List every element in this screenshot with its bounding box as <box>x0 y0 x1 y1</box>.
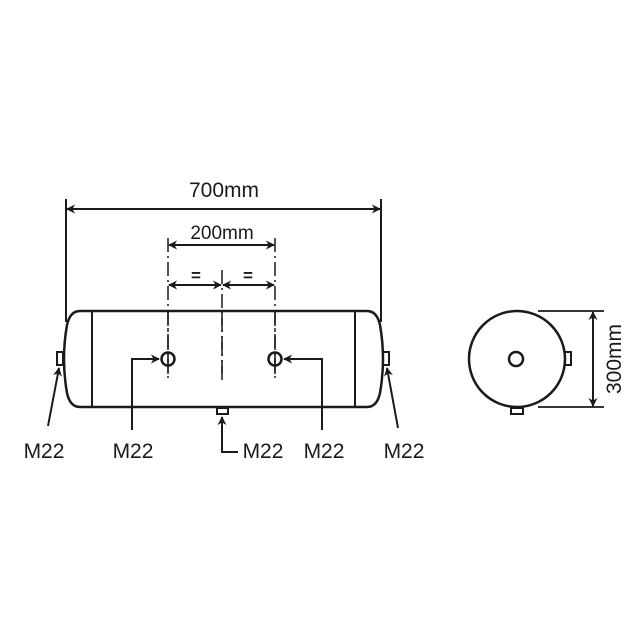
right-top-port-label: M22 <box>304 440 345 463</box>
port-spacing-label: 200mm <box>190 223 253 244</box>
end-view-side-fitting-icon <box>564 351 572 366</box>
bottom-port-label: M22 <box>243 440 284 463</box>
tank-end-circle <box>467 309 567 409</box>
left-end-fitting-icon <box>56 351 64 366</box>
equal-left-label: = <box>191 266 201 285</box>
right-end-port-label: M22 <box>384 440 425 463</box>
right-top-leader <box>283 354 323 430</box>
tank-body <box>62 309 385 409</box>
overall-length-dimension: 700mm <box>65 179 382 322</box>
tank-outline <box>62 309 385 409</box>
end-view: 300mm <box>467 309 626 415</box>
bottom-drain-fitting-icon <box>216 407 229 415</box>
end-view-bottom-fitting-icon <box>510 407 524 415</box>
right-end-leader <box>384 367 399 429</box>
left-top-leader <box>131 354 160 430</box>
diameter-label: 300mm <box>603 324 626 394</box>
equal-right-label: = <box>243 266 253 285</box>
leaders <box>47 354 399 453</box>
end-view-port-icon <box>507 350 525 368</box>
left-end-leader <box>47 367 62 427</box>
port-labels: M22 M22 M22 M22 M22 <box>24 440 425 463</box>
side-view: 700mm 200mm = = <box>24 179 425 463</box>
right-end-fitting-icon <box>382 351 390 366</box>
centerlines <box>167 238 276 380</box>
port-spacing-dimension: 200mm = = <box>168 223 275 290</box>
left-top-port-label: M22 <box>113 440 154 463</box>
bottom-leader <box>217 416 238 453</box>
left-end-port-label: M22 <box>24 440 65 463</box>
overall-length-label: 700mm <box>189 179 259 202</box>
